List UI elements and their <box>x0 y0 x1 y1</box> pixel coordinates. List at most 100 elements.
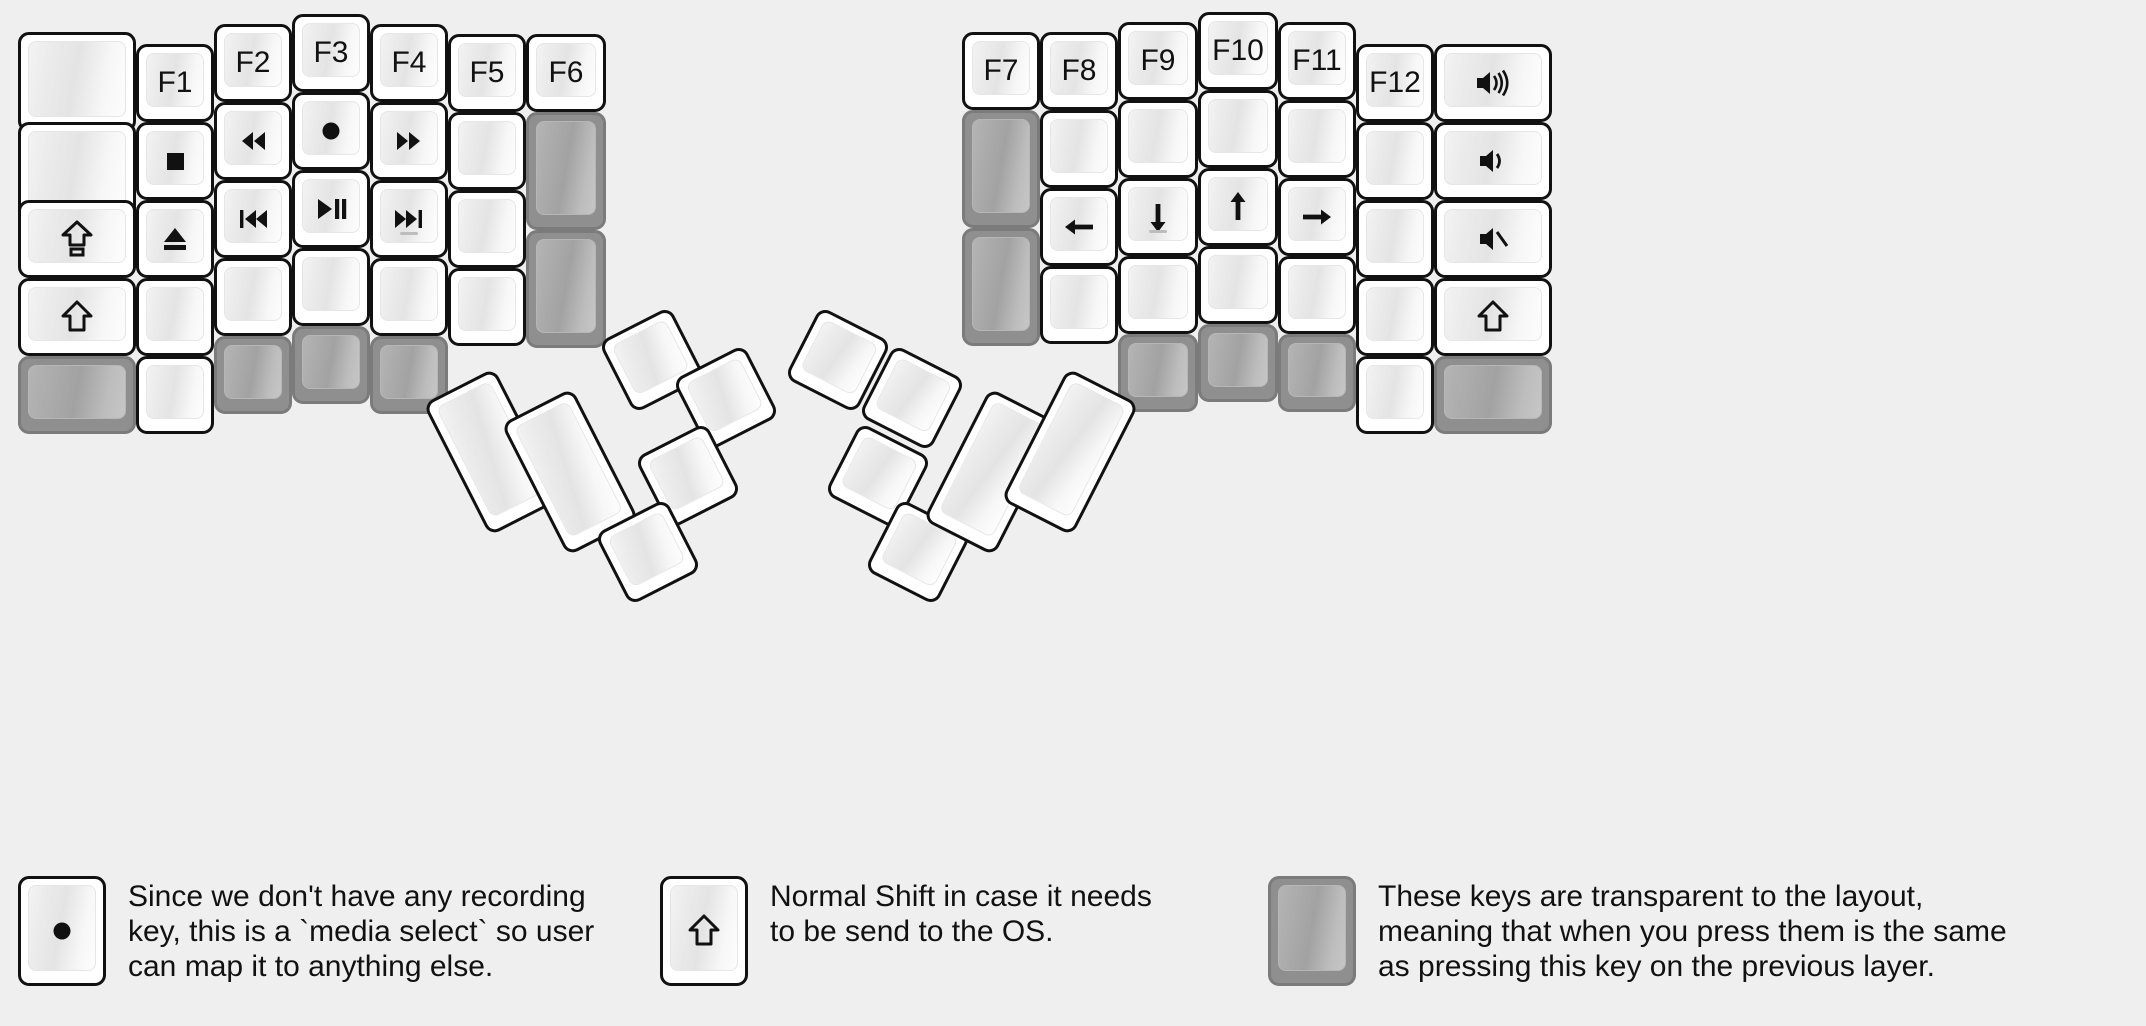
keycap-face <box>302 257 360 311</box>
col-f9-key-5[interactable] <box>1118 334 1198 412</box>
col-f8-key-1[interactable]: F8 <box>1040 32 1118 110</box>
keycap-face <box>1208 333 1268 387</box>
col-f2-key-2[interactable] <box>214 102 292 180</box>
col-f11-key-1[interactable]: F11 <box>1278 22 1356 100</box>
col-f12-key-4[interactable] <box>1356 278 1434 356</box>
keycap-face <box>146 365 204 419</box>
col-outer-right-key-4[interactable] <box>1434 278 1552 356</box>
keycap-face <box>28 365 126 419</box>
col-f6-key-1[interactable]: F6 <box>526 34 606 112</box>
keycap-face <box>224 345 282 399</box>
keycap-face <box>302 179 360 233</box>
col-f8-key-3[interactable] <box>1040 188 1118 266</box>
keycap-face <box>302 335 360 389</box>
keycap-face <box>536 239 596 333</box>
col-f2-key-4[interactable] <box>214 258 292 336</box>
keycap-face <box>1128 31 1188 85</box>
keycap-face <box>647 434 727 512</box>
keycap-face <box>224 111 282 165</box>
col-f3-key-4[interactable] <box>292 248 370 326</box>
col-f9-key-4[interactable] <box>1118 256 1198 334</box>
col-f9-key-1[interactable]: F9 <box>1118 22 1198 100</box>
col-f7-key-2[interactable] <box>962 110 1040 228</box>
col-f4-key-4[interactable] <box>370 258 448 336</box>
col-outer-left-key-3[interactable] <box>18 200 136 278</box>
col-outer-right-key-2[interactable] <box>1434 122 1552 200</box>
col-f9-key-2[interactable] <box>1118 100 1198 178</box>
keycap-face <box>1278 885 1346 971</box>
keycap-face <box>839 434 919 512</box>
col-f10-key-1[interactable]: F10 <box>1198 12 1278 90</box>
col-f12-key-5[interactable] <box>1356 356 1434 434</box>
col-f1-key-4[interactable] <box>136 278 214 356</box>
keycap-face <box>28 209 126 263</box>
keycap-face <box>536 121 596 215</box>
col-f5-key-2[interactable] <box>448 112 526 190</box>
col-f2-key-3[interactable] <box>214 180 292 258</box>
keycap-face <box>1128 343 1188 397</box>
col-f3-key-2[interactable] <box>292 92 370 170</box>
col-f12-key-1[interactable]: F12 <box>1356 44 1434 122</box>
legend-text-3: These keys are transparent to the layout… <box>1378 880 2007 983</box>
col-f11-key-4[interactable] <box>1278 256 1356 334</box>
col-f9-key-3[interactable] <box>1118 178 1198 256</box>
keycap-face <box>1288 187 1346 241</box>
keycap-face <box>458 277 516 331</box>
col-f10-key-2[interactable] <box>1198 90 1278 168</box>
col-f6-key-3[interactable] <box>526 230 606 348</box>
col-outer-right-key-1[interactable] <box>1434 44 1552 122</box>
col-outer-right-key-3[interactable] <box>1434 200 1552 278</box>
col-outer-left-key-1[interactable] <box>18 32 136 132</box>
keycap-face <box>28 131 126 207</box>
col-f5-key-1[interactable]: F5 <box>448 34 526 112</box>
col-f1-key-5[interactable] <box>136 356 214 434</box>
col-f4-key-3[interactable] <box>370 180 448 258</box>
keycap-face <box>302 23 360 77</box>
keycap-face <box>146 53 204 107</box>
col-f1-key-2[interactable] <box>136 122 214 200</box>
col-f11-key-5[interactable] <box>1278 334 1356 412</box>
col-f5-key-3[interactable] <box>448 190 526 268</box>
legend-item-3: These keys are transparent to the layout… <box>1268 876 2007 986</box>
col-f1-key-1[interactable]: F1 <box>136 44 214 122</box>
col-f10-key-3[interactable] <box>1198 168 1278 246</box>
keycap-face <box>1208 99 1268 153</box>
col-f3-key-1[interactable]: F3 <box>292 14 370 92</box>
col-f4-key-1[interactable]: F4 <box>370 24 448 102</box>
keycap-face <box>1288 265 1346 319</box>
col-f11-key-2[interactable] <box>1278 100 1356 178</box>
col-f12-key-2[interactable] <box>1356 122 1434 200</box>
col-f6-key-2[interactable] <box>526 112 606 230</box>
col-f1-key-3[interactable] <box>136 200 214 278</box>
col-f11-key-3[interactable] <box>1278 178 1356 256</box>
homing-bar <box>1149 230 1167 233</box>
keycap-face <box>224 33 282 87</box>
col-f4-key-2[interactable] <box>370 102 448 180</box>
col-outer-right-key-5[interactable] <box>1434 356 1552 434</box>
col-f7-key-3[interactable] <box>962 228 1040 346</box>
keycap-face <box>458 199 516 253</box>
keycap-face <box>380 267 438 321</box>
keycap-face <box>28 287 126 341</box>
legend-item-2: Normal Shift in case it needs to be send… <box>660 876 1152 986</box>
col-f2-key-1[interactable]: F2 <box>214 24 292 102</box>
keycap-face <box>1366 365 1424 419</box>
col-f12-key-3[interactable] <box>1356 200 1434 278</box>
col-f8-key-2[interactable] <box>1040 110 1118 188</box>
col-f7-key-1[interactable]: F7 <box>962 32 1040 110</box>
col-f5-key-4[interactable] <box>448 268 526 346</box>
col-outer-left-key-5[interactable] <box>18 356 136 434</box>
col-outer-left-key-4[interactable] <box>18 278 136 356</box>
col-f2-key-5[interactable] <box>214 336 292 414</box>
keycap-face <box>1444 53 1542 107</box>
keycap-face <box>1288 343 1346 397</box>
col-f3-key-5[interactable] <box>292 326 370 404</box>
legend-text-1: Since we don't have any recording key, t… <box>128 880 595 983</box>
col-f8-key-4[interactable] <box>1040 266 1118 344</box>
keycap-face <box>1444 287 1542 341</box>
col-f3-key-3[interactable] <box>292 170 370 248</box>
col-f10-key-4[interactable] <box>1198 246 1278 324</box>
keycap-face <box>224 189 282 243</box>
keycap-face <box>1208 21 1268 75</box>
col-f10-key-5[interactable] <box>1198 324 1278 402</box>
